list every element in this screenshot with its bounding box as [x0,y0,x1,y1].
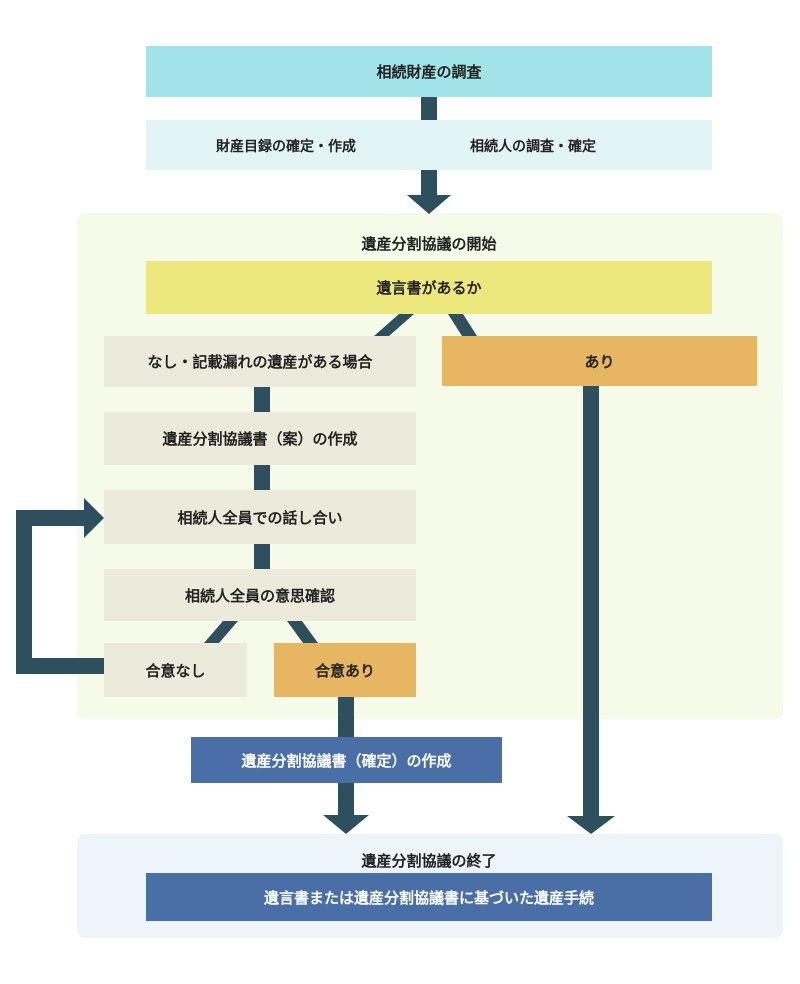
arrow-down-will-end [567,816,615,834]
arrow-down-to-start [407,195,451,214]
connector-draft-discussion [254,465,270,490]
connector-agree-finalize [338,697,354,737]
connector-nowill-draft [254,387,270,412]
has-will-box: あり [442,336,757,386]
inventory-task-label: 財産目録の確定・作成 [216,139,356,155]
investigation-title-box: 相続財産の調査 [146,46,712,97]
completion-title: 遺産分割協議の終了 [361,852,497,870]
connector-investigation [421,97,437,120]
investigation-subtasks-box: 財産目録の確定・作成 相続人の調査・確定 [146,120,712,170]
branch-has-will [448,314,477,336]
branch-agree [287,621,318,643]
procedure-box: 遺言書または遺産分割協議書に基づいた遺産手続 [146,873,712,921]
arrow-down-finalize-end [323,815,369,834]
finalize-agreement-box: 遺産分割協議書（確定）の作成 [191,737,502,783]
loop-arrowhead [84,498,104,538]
connector-to-start [421,170,437,195]
agree-box: 合意あり [274,643,416,697]
connector-discussion-confirm [254,544,270,569]
will-question-box: 遺言書があるか [146,261,712,314]
heir-survey-task-label: 相続人の調査・確定 [470,139,596,155]
agreement-start-title: 遺産分割協議の開始 [361,235,497,253]
branch-disagree [204,621,238,643]
loop-left [16,510,32,674]
confirmation-box: 相続人全員の意思確認 [104,569,416,621]
branch-no-will [374,314,414,336]
disagree-box: 合意なし [104,643,247,697]
connector-finalize-end [338,783,354,815]
discussion-box: 相続人全員での話し合い [104,490,416,544]
loop-bottom [16,658,104,674]
connector-will-end [583,386,599,816]
loop-top [16,510,84,526]
no-will-box: なし・記載漏れの遺産がある場合 [104,336,416,387]
draft-agreement-box: 遺産分割協議書（案）の作成 [104,412,416,465]
